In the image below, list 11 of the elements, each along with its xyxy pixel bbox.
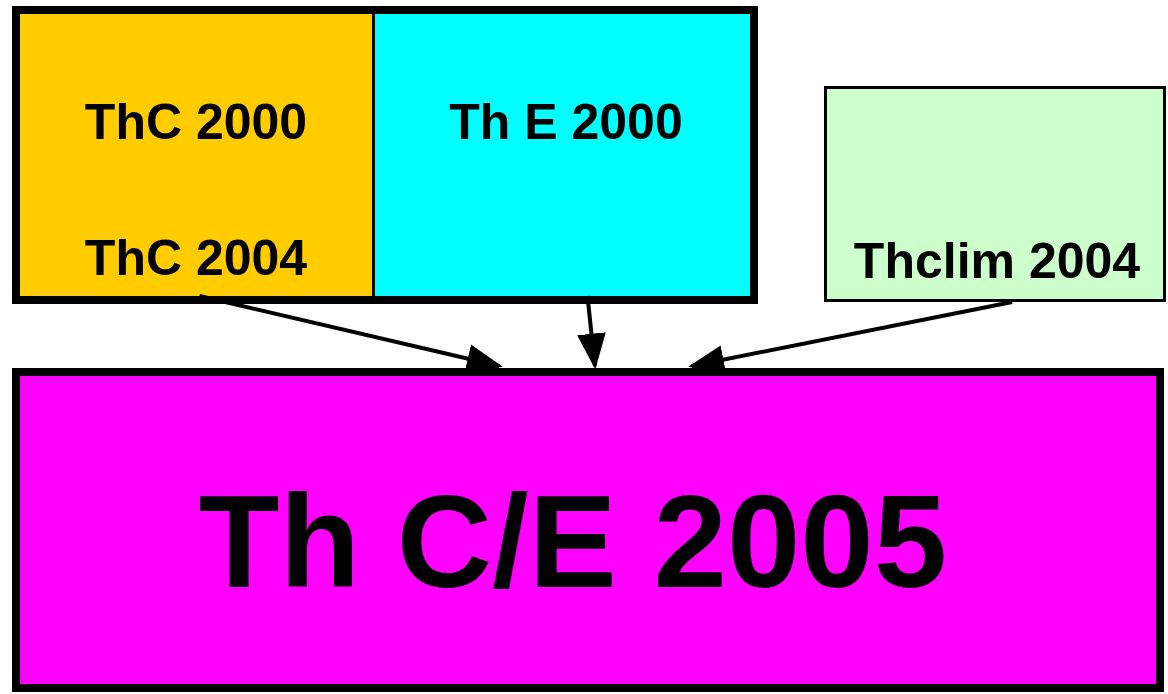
process-box bbox=[20, 14, 372, 296]
group-box bbox=[12, 6, 758, 304]
node-label: Th E 2000 bbox=[449, 97, 683, 147]
process-box bbox=[12, 368, 1164, 692]
arrow bbox=[577, 295, 606, 370]
node-label: ThC 2004 bbox=[84, 233, 308, 283]
node-label: Th C/E 2005 bbox=[198, 476, 948, 608]
node-label: Thclim 2004 bbox=[853, 236, 1141, 286]
process-box bbox=[824, 86, 1166, 302]
process-box bbox=[372, 14, 750, 296]
node-label: ThC 2000 bbox=[84, 97, 308, 147]
